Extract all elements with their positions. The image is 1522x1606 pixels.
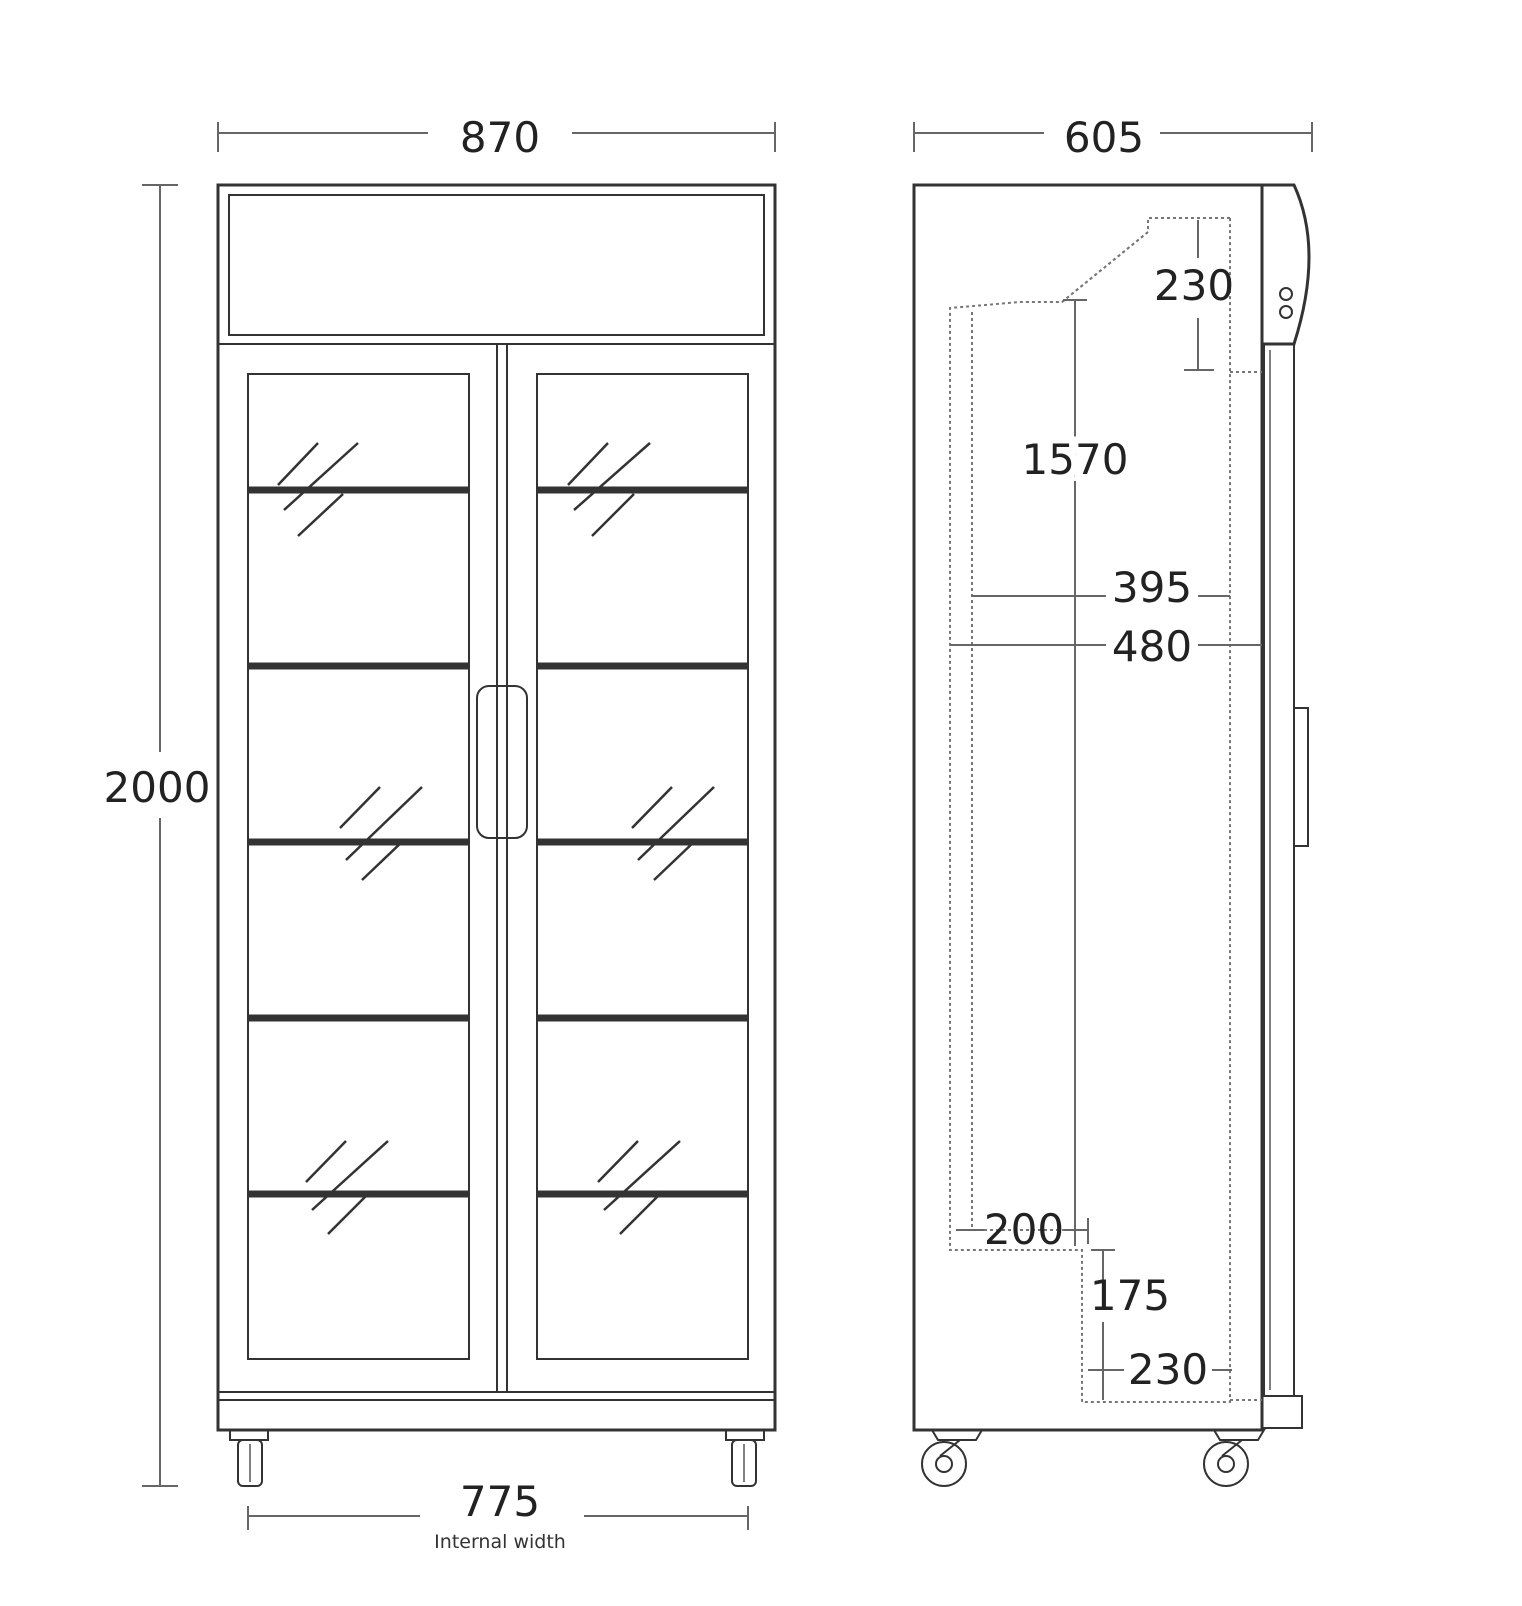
side-canopy	[1262, 183, 1311, 346]
front-width-dimension: 870	[217, 113, 776, 162]
left-shelves	[248, 486, 469, 1198]
top-depth-label: 230	[1154, 261, 1234, 310]
side-depth-label: 605	[1064, 113, 1144, 162]
side-depth-dimension: 605	[913, 113, 1313, 162]
side-handle	[1293, 707, 1309, 847]
door-handle	[476, 685, 528, 839]
front-width-label: 870	[460, 113, 540, 162]
glass-glare-marks	[277, 442, 715, 1235]
internal-depth-dimension: 480	[950, 622, 1262, 671]
internal-depth-label: 480	[1112, 622, 1192, 671]
shelf-depth-label: 395	[1112, 563, 1192, 612]
shelf-depth-dimension: 395	[972, 563, 1230, 612]
bottom-shelf-label: 200	[984, 1205, 1064, 1254]
left-door-glass	[247, 373, 470, 1360]
front-canopy	[228, 194, 765, 336]
left-door	[217, 343, 498, 1393]
front-height-label: 2000	[104, 763, 211, 812]
bottom-shelf-dimension: 200	[956, 1205, 1089, 1254]
right-shelves	[537, 486, 748, 1198]
side-cabinet-outline	[912, 183, 1264, 1432]
internal-height-label: 1570	[1022, 435, 1129, 484]
bottom-depth-dimension: 230	[1088, 1345, 1232, 1394]
bottom-gap-dimension: 175	[1090, 1249, 1170, 1400]
internal-width-label: 775	[460, 1477, 540, 1526]
front-casters	[229, 1429, 765, 1487]
bottom-gap-label: 175	[1090, 1271, 1170, 1320]
control-knob-icon	[1279, 287, 1293, 301]
internal-width-caption: Internal width	[434, 1531, 566, 1553]
front-view: 870 2000	[104, 113, 777, 1553]
side-door-profile	[1263, 343, 1295, 1397]
bottom-depth-label: 230	[1128, 1345, 1208, 1394]
right-door	[506, 343, 776, 1393]
front-height-dimension: 2000	[104, 184, 211, 1487]
side-view: 605 230	[912, 113, 1313, 1487]
control-knob-icon	[1279, 305, 1293, 319]
internal-width-dimension: 775 Internal width	[247, 1477, 749, 1553]
internal-height-dimension: 1570	[1015, 299, 1135, 1246]
top-depth-dimension: 230	[1154, 220, 1234, 371]
side-casters	[921, 1429, 1266, 1487]
right-door-glass	[536, 373, 749, 1360]
